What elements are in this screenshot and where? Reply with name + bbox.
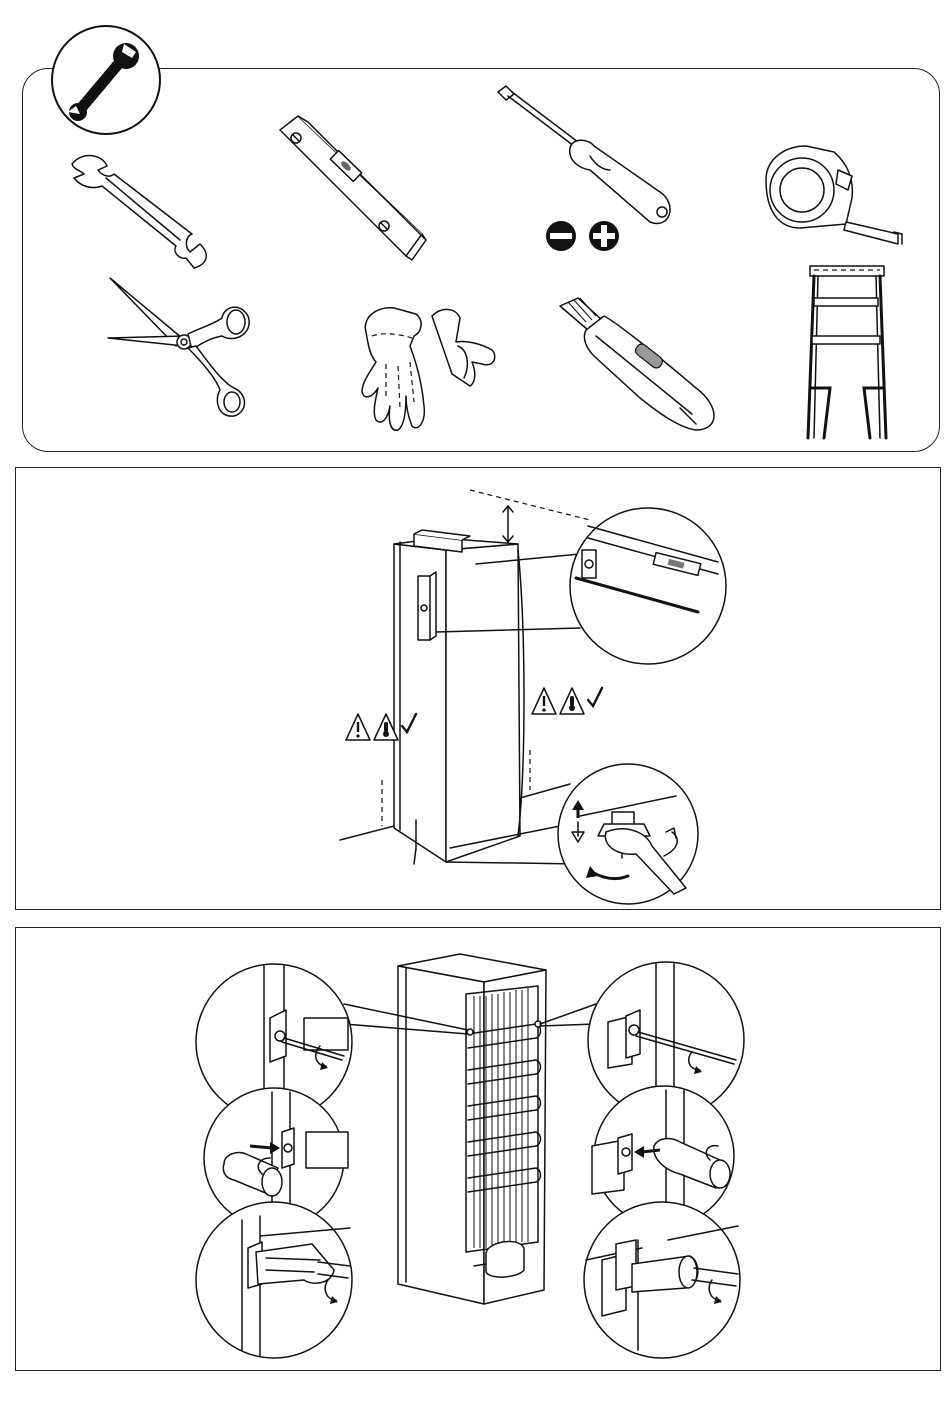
spirit-level-icon xyxy=(272,108,432,264)
tools-badge xyxy=(50,24,162,136)
fix-spacer-detail-right xyxy=(582,1200,742,1360)
ladder-icon xyxy=(800,262,900,442)
gloves-icon xyxy=(352,302,502,438)
callout-leaders xyxy=(340,1000,600,1060)
slotted-screw-icon xyxy=(544,219,578,253)
warning-icons-right xyxy=(530,684,610,718)
spirit-level-detail-callout xyxy=(568,506,728,666)
warning-triangle-icon xyxy=(346,714,370,740)
screwdriver-icon xyxy=(492,82,682,230)
checkmark-icon xyxy=(402,714,416,732)
fix-spacer-detail-left xyxy=(194,1200,354,1360)
warning-triangle-icon xyxy=(532,688,556,714)
tape-measure-icon xyxy=(756,140,906,250)
warning-icons-left xyxy=(344,710,424,744)
scissors-icon xyxy=(104,272,254,422)
thermometer-warning-icon xyxy=(560,688,584,714)
checkmark-icon xyxy=(588,688,602,706)
utility-knife-icon xyxy=(556,296,726,432)
thermometer-warning-icon xyxy=(374,714,398,740)
phillips-screw-icon xyxy=(587,219,621,253)
adjustable-foot-detail-callout xyxy=(556,762,700,906)
spanner-icon xyxy=(62,146,222,266)
